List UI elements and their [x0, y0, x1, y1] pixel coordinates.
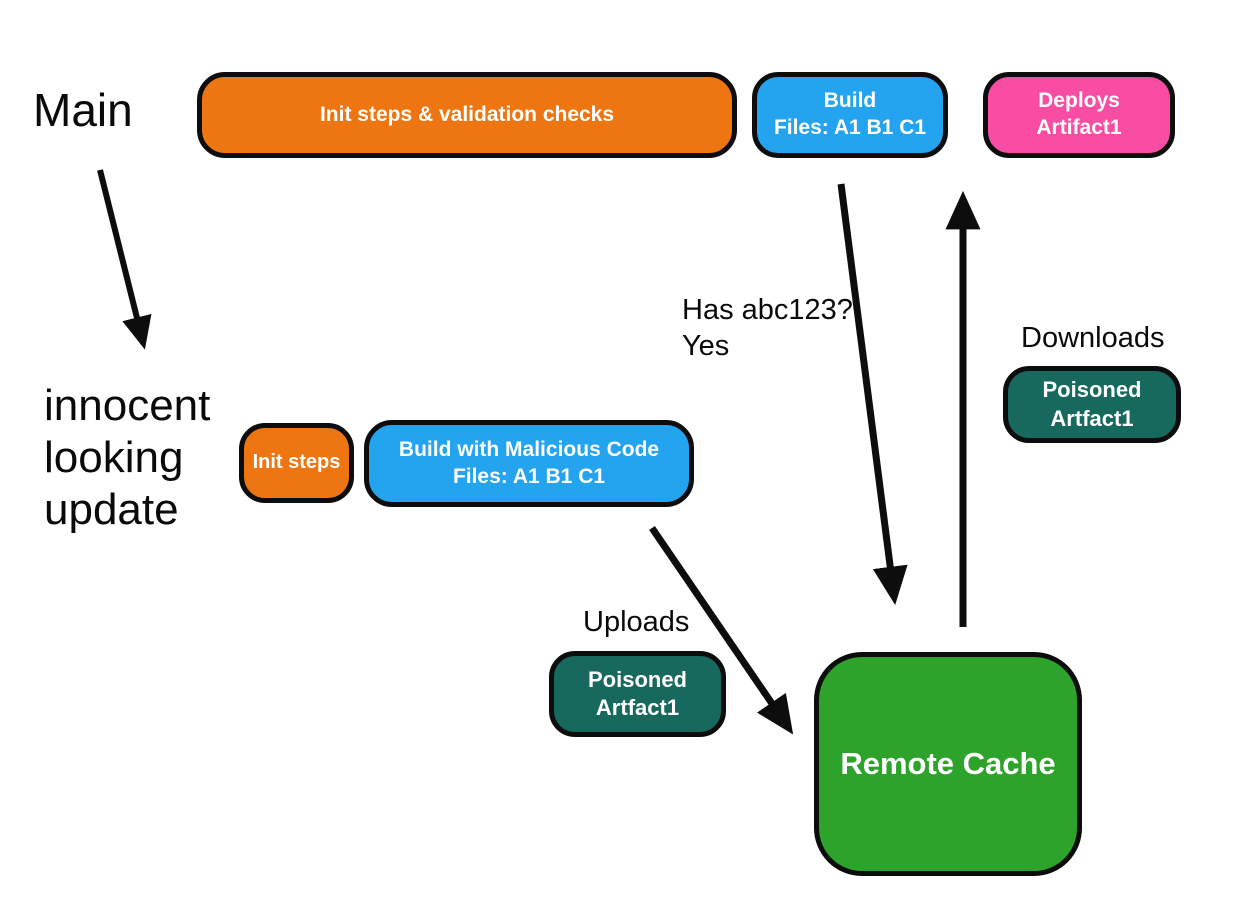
main-branch-label: Main: [33, 84, 133, 136]
node-label: Init steps & validation checks: [319, 102, 615, 126]
node-label-line2: Files: A1 B1 C1: [452, 464, 606, 488]
has-abc123-label: Has abc123? Yes: [682, 294, 853, 363]
node-deploys-artifact1: Deploys Artifact1: [983, 72, 1175, 158]
node-build: Build Files: A1 B1 C1: [752, 72, 948, 158]
innocent-update-label: innocent looking update: [44, 381, 211, 534]
downloads-label: Downloads: [1021, 322, 1165, 354]
node-label: Remote Cache: [840, 746, 1056, 782]
node-poisoned-artifact-downloaded: Poisoned Artfact1: [1003, 366, 1181, 443]
uploads-label: Uploads: [583, 606, 690, 638]
node-label: Init steps: [252, 451, 341, 474]
node-label-line1: Poisoned: [1042, 377, 1142, 403]
node-label-line1: Build: [823, 89, 877, 113]
node-label-line2: Artfact1: [595, 695, 680, 720]
node-build-with-malicious-code: Build with Malicious Code Files: A1 B1 C…: [364, 420, 694, 507]
arrow-build-to-cache: [837, 183, 908, 606]
node-init-validation-checks: Init steps & validation checks: [197, 72, 737, 158]
node-init-steps: Init steps: [239, 423, 354, 503]
node-label-line2: Artifact1: [1036, 116, 1122, 139]
node-label-line2: Artfact1: [1050, 405, 1134, 431]
node-remote-cache: Remote Cache: [814, 652, 1082, 876]
node-label-line2: Files: A1 B1 C1: [773, 116, 927, 139]
node-label-line1: Poisoned: [587, 666, 687, 692]
node-label-line1: Build with Malicious Code: [398, 437, 660, 461]
node-label-line1: Deploys: [1038, 89, 1120, 113]
arrow-main-to-update: [97, 169, 152, 350]
node-poisoned-artifact-uploaded: Poisoned Artfact1: [549, 651, 726, 737]
